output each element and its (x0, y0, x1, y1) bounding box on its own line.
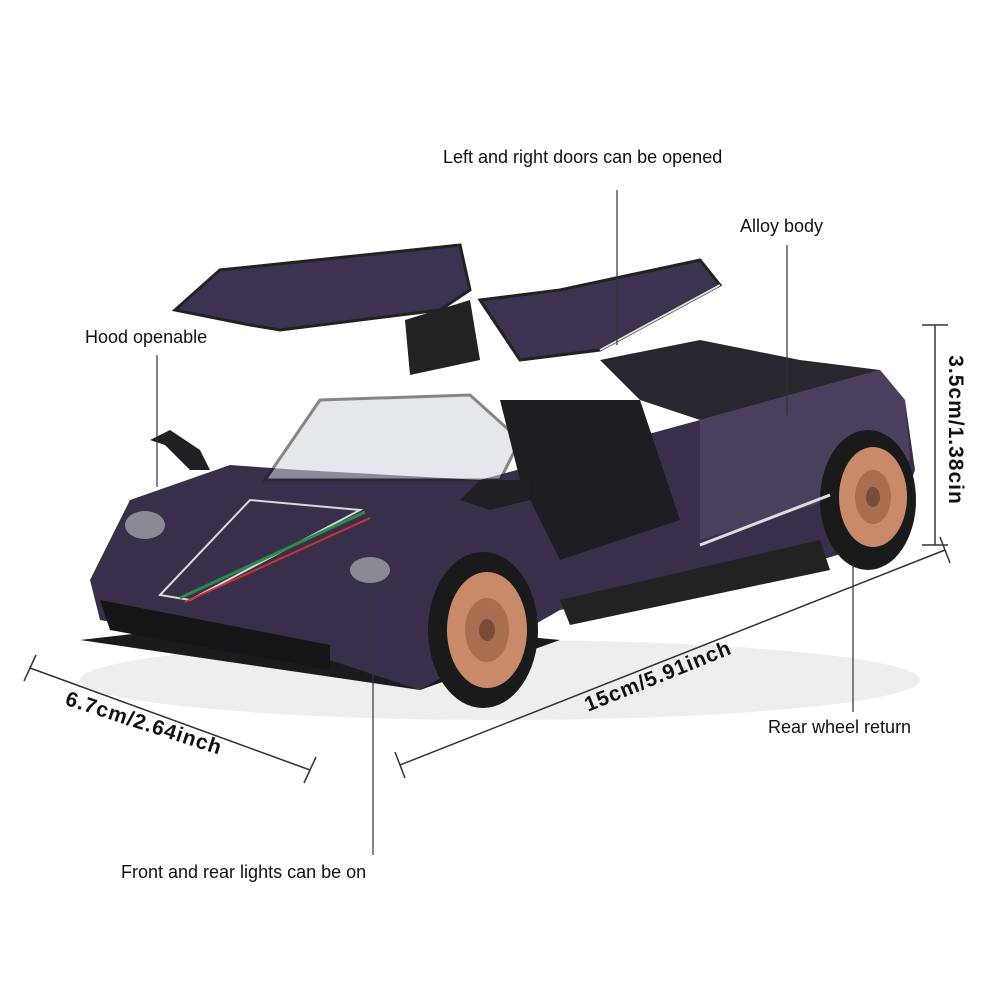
headlight (125, 511, 165, 539)
doors-label: Left and right doors can be opened (443, 147, 723, 167)
headlight (350, 557, 390, 583)
width-dimension-line (29, 667, 311, 771)
interior (500, 400, 680, 560)
lights-label: Front and rear lights can be on (121, 862, 367, 882)
windshield (262, 393, 522, 482)
front-wheel (428, 552, 538, 708)
hood-label: Hood openable (85, 327, 208, 347)
front-grille (100, 600, 330, 670)
rear-wheel-label: Rear wheel return (768, 717, 912, 737)
left-door (171, 243, 472, 332)
body-label: Alloy body (740, 216, 824, 236)
length-dimension-line (399, 549, 946, 766)
rear-wheel (820, 430, 916, 570)
mirror (460, 480, 530, 510)
height-label: 3.5cm/1.38cin (943, 355, 967, 505)
